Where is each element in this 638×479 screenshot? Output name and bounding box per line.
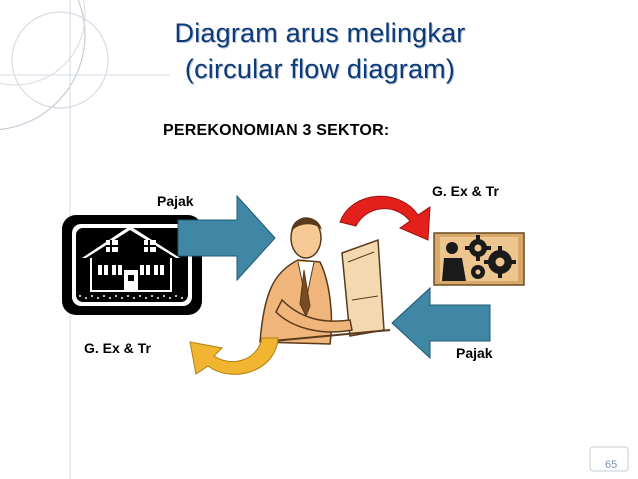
title-line-2: (circular flow diagram) — [184, 54, 456, 84]
arrow-gex-tr-firm — [339, 195, 431, 241]
flow-label-pajak-2: Pajak — [456, 345, 493, 361]
subtitle: PEREKONOMIAN 3 SEKTOR: — [163, 122, 390, 139]
arrow-pajak-firm — [391, 286, 491, 360]
flow-label-pajak-1: Pajak — [157, 193, 194, 209]
flow-label-gex-tr-1: G. Ex & Tr — [432, 183, 499, 199]
factory-gears-icon — [433, 232, 525, 286]
flow-label-gex-tr-2: G. Ex & Tr — [84, 340, 151, 356]
house-icon — [62, 215, 202, 315]
government-worker-icon — [259, 217, 391, 345]
arrow-gex-tr-household — [189, 337, 279, 375]
arrow-pajak-household — [177, 194, 276, 282]
page-number: 65 — [605, 459, 618, 471]
title-line-1: Diagram arus melingkar — [174, 18, 466, 48]
